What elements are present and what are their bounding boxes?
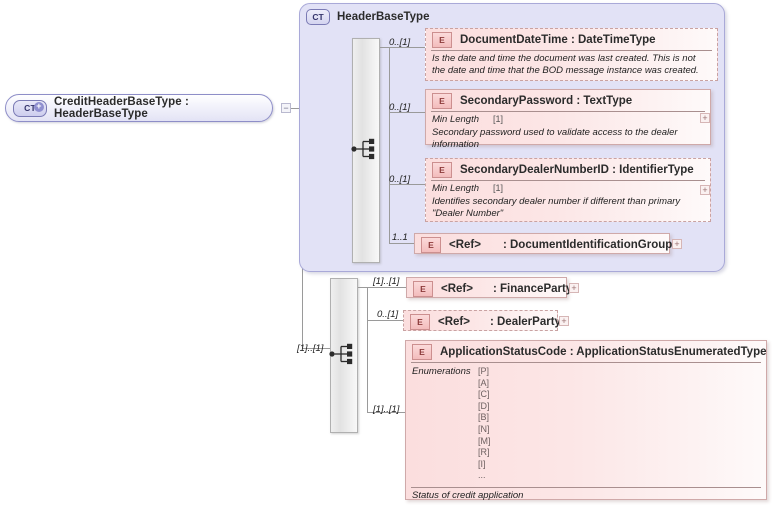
connector-upper-row4 [389,243,414,244]
element-ref-label: <Ref> [449,238,481,251]
facet-row-minlength: Min Length [1] [426,112,710,125]
element-title-row: E <Ref> : FinanceParty [407,278,572,299]
sequence-glyph-icon-upper [351,138,375,160]
element-ref-target-documentidentificationgroup: : DocumentIdentificationGroup [502,238,673,251]
connector-lower-row2 [367,320,403,321]
enumeration-value: ... [478,470,486,481]
root-node-label: CreditHeaderBaseType : HeaderBaseType [54,96,189,120]
enumeration-value: [M] [478,435,491,446]
root-collapse-toggle[interactable]: − [281,103,291,113]
element-doc-secondarypassword: Secondary password used to validate acce… [432,127,678,150]
facet-value: [1] [493,183,504,193]
element-applicationstatuscode[interactable]: E ApplicationStatusCode : ApplicationSta… [405,340,767,501]
container-complextype-badge-icon: CT [306,9,330,25]
element-secondarypassword[interactable]: E SecondaryPassword : TextType Min Lengt… [425,89,711,150]
element-doc-applicationstatuscode: Status of credit application [412,489,524,501]
expand-toggle-secondarypassword[interactable]: + [700,113,710,123]
facet-name: Min Length [432,183,480,194]
element-title-row: E SecondaryDealerNumberID : IdentifierTy… [426,159,710,180]
element-ref-label: <Ref> [441,282,473,295]
enumeration-value: [B] [478,412,490,423]
enumerations-block: Enumerations [P][A][C][D][B][N][M][R][I]… [406,363,766,482]
element-badge-icon: E [432,92,452,109]
expand-toggle-dealerparty[interactable]: + [559,316,569,326]
element-name-secondarypassword: SecondaryPassword : TextType [460,94,633,107]
cardinality-documentdatetime: 0..[1] [389,37,411,48]
enumerations-values: [P][A][C][D][B][N][M][R][I]... [478,366,491,482]
facet-value: [1] [493,114,504,124]
ct-badge-text: CT [24,103,36,113]
enumeration-value: [C] [478,389,490,400]
element-doc-documentdatetime: Is the date and time the document was la… [432,53,699,76]
element-title-row: E ApplicationStatusCode : ApplicationSta… [406,341,767,362]
element-ref-dealerparty[interactable]: E <Ref> : DealerParty [403,310,561,332]
expand-toggle-documentidentificationgroup[interactable]: + [672,239,682,249]
root-complextype-node[interactable]: CT + CreditHeaderBaseType : HeaderBaseTy… [5,94,273,122]
element-title-row: E DocumentDateTime : DateTimeType [426,29,717,50]
element-ref-documentidentificationgroup[interactable]: E <Ref> : DocumentIdentificationGroup [414,233,673,255]
element-ref-label: <Ref> [438,315,470,328]
element-ref-target-dealerparty: : DealerParty [489,315,561,328]
element-title-row: E SecondaryPassword : TextType [426,90,710,111]
connector-upper-spine [389,47,390,243]
element-badge-icon: E [421,236,441,253]
element-badge-icon: E [413,280,433,297]
cardinality-secondarypassword: 0..[1] [389,102,411,113]
element-secondarydealernumberid[interactable]: E SecondaryDealerNumberID : IdentifierTy… [425,158,711,222]
element-title-row: E <Ref> : DealerParty [404,311,561,332]
cardinality-secondarydealernumberid: 0..[1] [389,174,411,185]
element-name-applicationstatuscode: ApplicationStatusCode : ApplicationStatu… [440,345,767,358]
element-badge-icon: E [412,343,432,360]
cardinality-lower-sequence: [1]..[1] [297,343,324,354]
element-divider [431,111,705,112]
element-ref-financeparty[interactable]: E <Ref> : FinanceParty [406,277,572,299]
connector-upper-row2 [389,112,426,113]
expand-toggle-secondarydealernumberid[interactable]: + [700,185,710,195]
enumeration-value: [N] [478,423,490,434]
complextype-badge-icon: CT + [13,99,47,117]
cardinality-documentidentificationgroup: 1..1 [392,232,408,243]
connector-lower-row1 [358,287,406,288]
element-badge-icon: E [432,161,452,178]
enumeration-value: [P] [478,366,490,376]
element-doc-secondarydealernumberid: Identifies secondary dealer number if di… [432,196,681,219]
element-name-secondarydealernumberid: SecondaryDealerNumberID : IdentifierType [460,163,694,176]
element-divider-bottom [411,486,761,488]
element-name-documentdatetime: DocumentDateTime : DateTimeType [460,33,656,46]
connector-to-lower-sequence [302,348,331,349]
ct-badge-plus-icon: + [34,102,44,112]
element-ref-target-financeparty: : FinanceParty [492,282,573,295]
container-title: HeaderBaseType [337,11,430,23]
element-title-row: E <Ref> : DocumentIdentificationGroup [415,234,673,255]
element-divider [411,362,761,363]
connector-lower-row3 [367,412,405,413]
element-documentdatetime[interactable]: E DocumentDateTime : DateTimeType Is the… [425,28,718,81]
element-divider [431,50,712,51]
enumeration-value: [R] [478,447,490,458]
upper-sequence-bar[interactable] [352,38,380,263]
facet-name: Min Length [432,114,480,125]
enumeration-value: [I] [478,458,486,469]
container-header: CT HeaderBaseType [306,9,429,25]
sequence-glyph-icon-lower [329,343,353,365]
facet-row-minlength: Min Length [1] [426,181,710,194]
element-divider [431,180,705,181]
element-badge-icon: E [432,31,452,48]
enumeration-value: [D] [478,400,490,411]
connector-lower-spine [367,287,368,412]
cardinality-applicationstatuscode: [1]..[1] [373,404,400,415]
enumeration-value: [A] [478,377,490,388]
expand-toggle-financeparty[interactable]: + [569,283,579,293]
cardinality-dealerparty: 0..[1] [377,309,399,320]
cardinality-financeparty: [1]..[1] [373,276,400,287]
element-badge-icon: E [410,313,430,330]
connector-upper-row1 [380,47,426,48]
connector-root-out [291,108,303,109]
enumerations-label: Enumerations [412,366,471,377]
connector-upper-row3 [389,184,426,185]
